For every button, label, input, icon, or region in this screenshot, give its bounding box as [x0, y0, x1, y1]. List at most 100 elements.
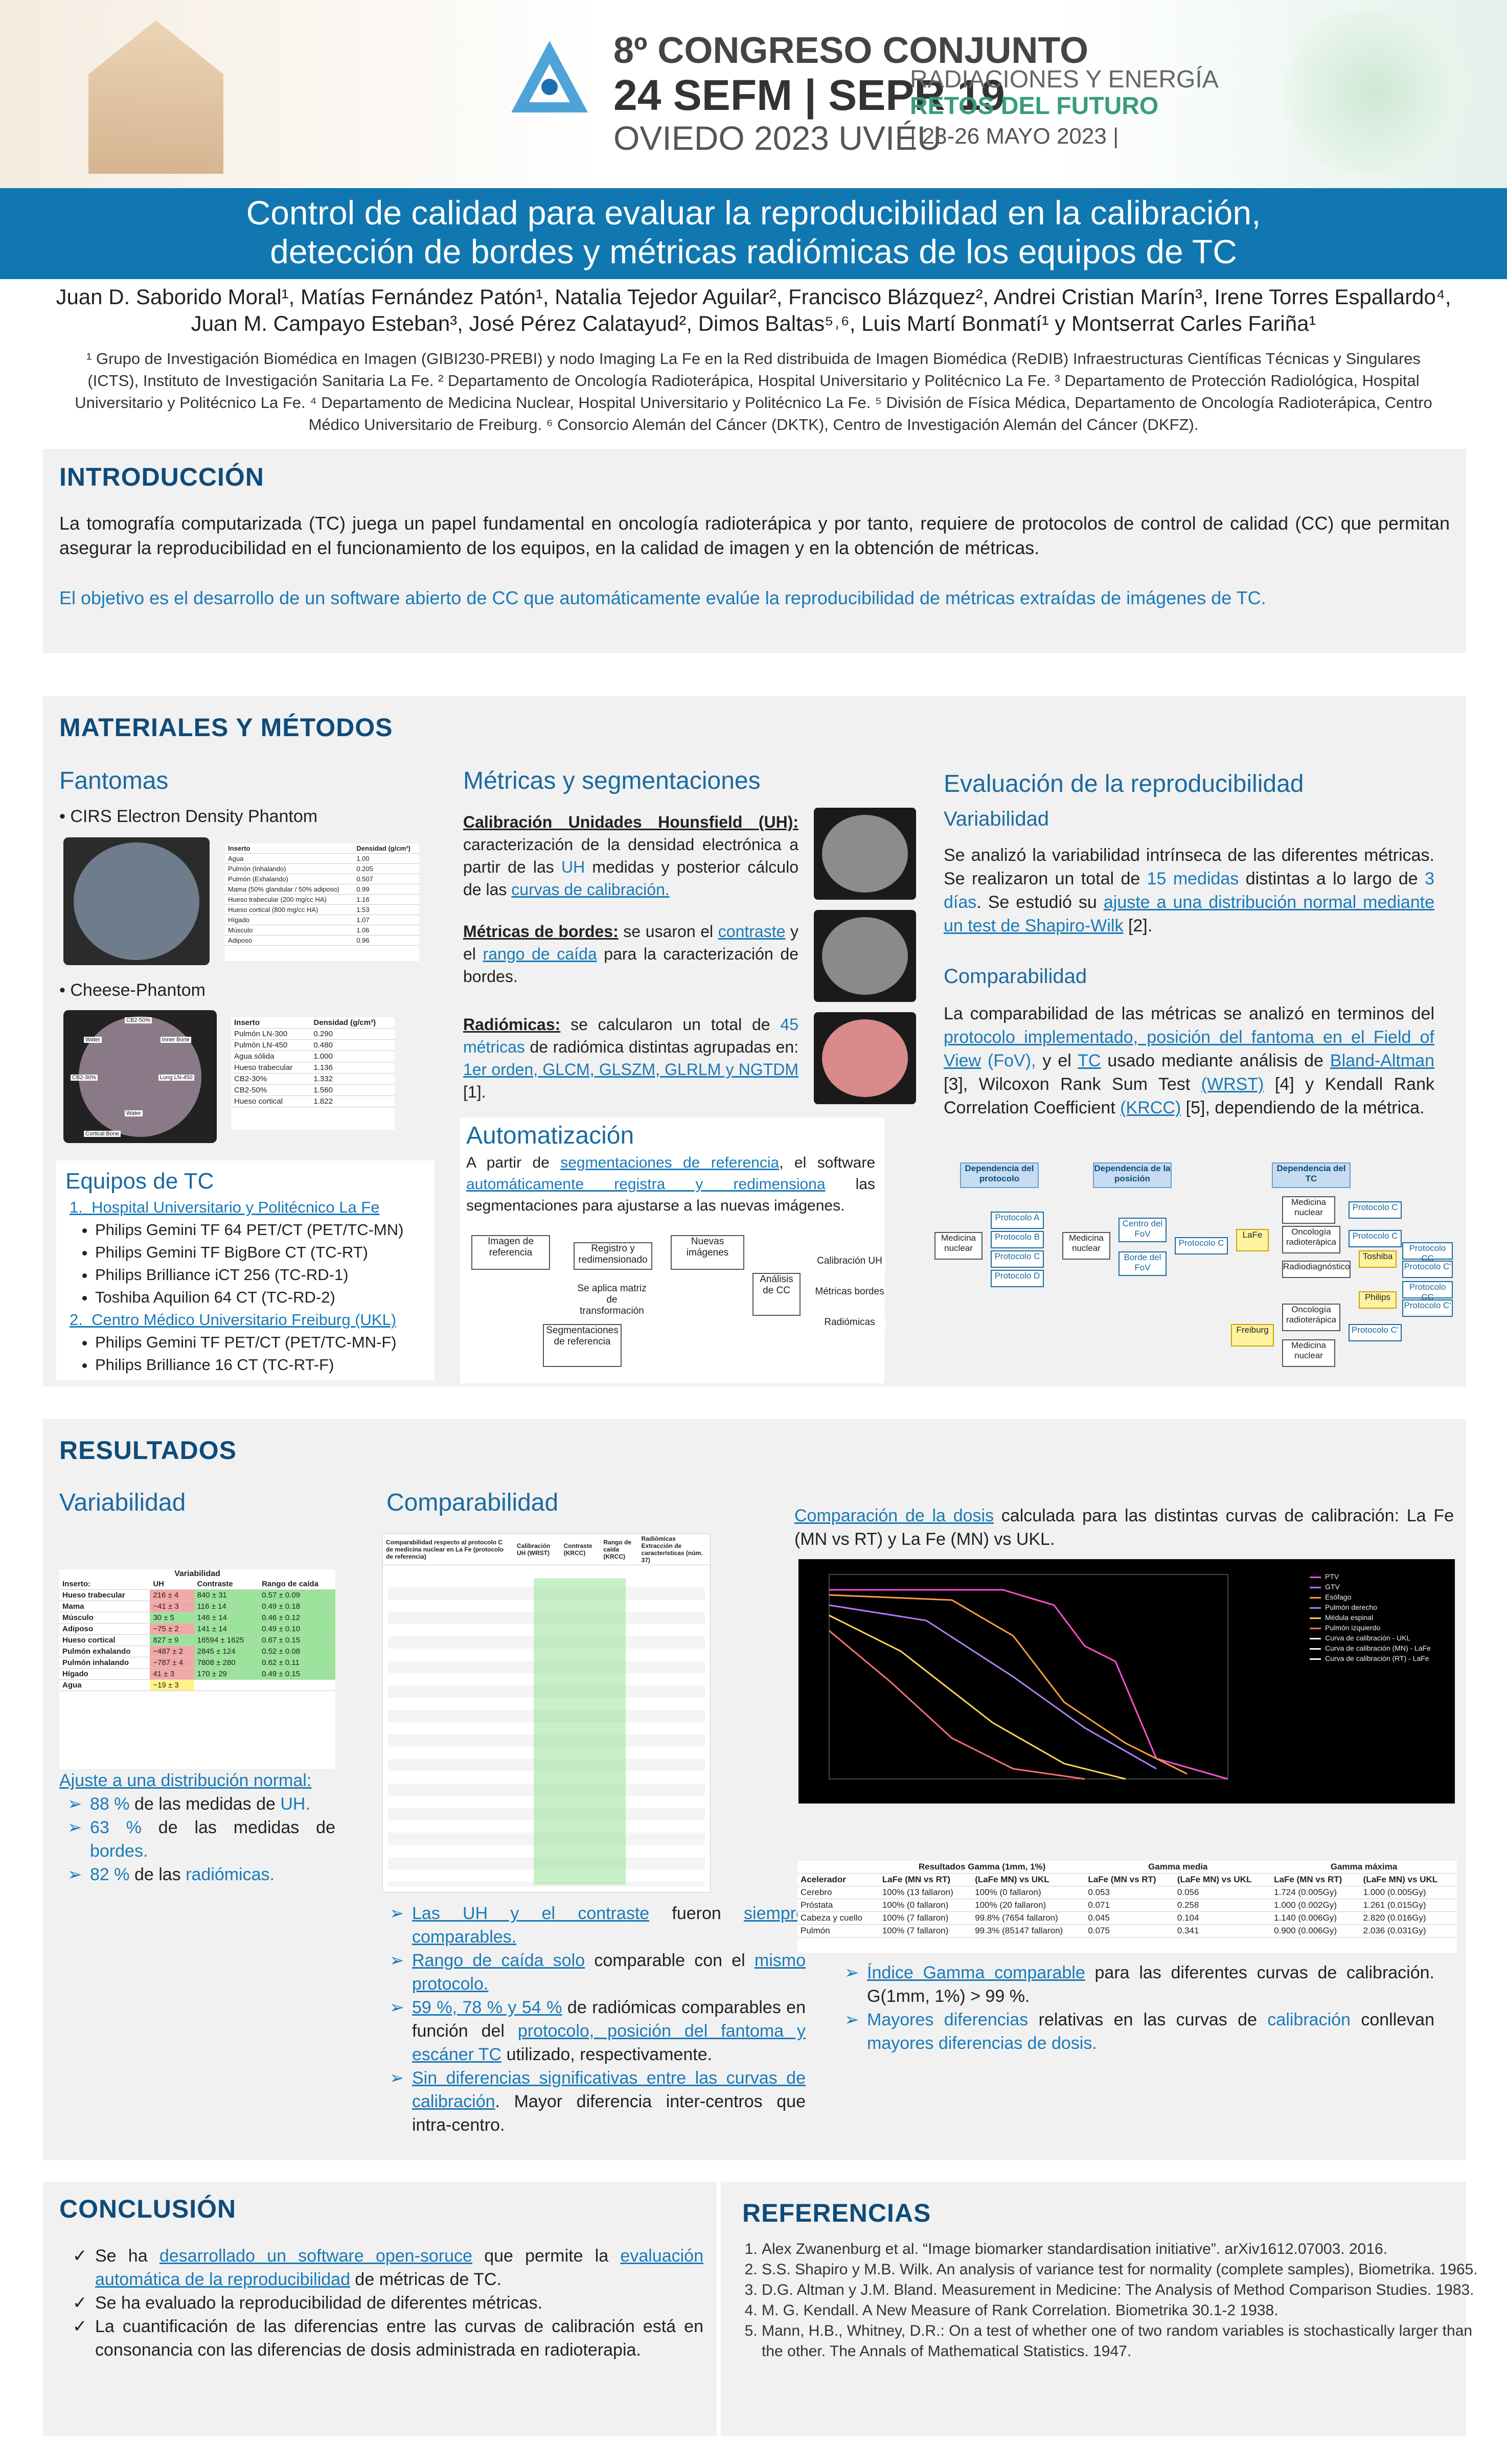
results-variabilidad-title: Variabilidad [59, 1489, 186, 1516]
cirs-cell: Pulmón (Inhalando) [225, 863, 354, 874]
gamma-cell: 0.104 [1174, 1911, 1271, 1925]
gamma-header-cell: LaFe (MN vs RT) [1271, 1873, 1360, 1886]
legend-swatch [1310, 1658, 1321, 1660]
poster-title: Control de calidad para evaluar la repro… [0, 193, 1507, 271]
dosis-b1-text: para las diferentes curvas de calibració… [867, 1963, 1434, 2006]
comp-bullet-t: . Mayor diferencia inter-centros que int… [412, 2092, 806, 2135]
curve-pulmon-derecho [829, 1604, 1157, 1770]
equipos-box [56, 1160, 435, 1380]
fantoma-item-cirs-label: CIRS Electron Density Phantom [70, 807, 318, 826]
comp-highlight-2: TC [1078, 1051, 1101, 1070]
equipo-item: Philips Brilliance 16 CT (TC-RT-F) [95, 1354, 427, 1376]
ajuste-item-bordes: 63 % de las medidas de bordes. [67, 1816, 335, 1863]
cheese-cell: Agua sólida [231, 1051, 311, 1062]
comp-bullet-hl2: protocolo, posición del fantoma y escáne… [412, 2021, 806, 2064]
references-list: Alex Zwanenburg et al. “Image biomarker … [731, 2239, 1488, 2362]
var-cell: 0.52 ± 0.08 [259, 1646, 335, 1657]
gamma-header-cell: Acelerador [797, 1873, 879, 1886]
diag-borde: Borde del FoV [1118, 1251, 1167, 1276]
var-cell: 0.67 ± 0.15 [259, 1634, 335, 1646]
ajuste-list: 88 % de las medidas de UH. 63 % de las m… [59, 1792, 335, 1886]
comp-bullet-t: comparable con el [585, 1951, 755, 1970]
var-cell: 41 ± 3 [150, 1668, 194, 1680]
var-header-cell: UH [150, 1579, 194, 1590]
diag-mn-lafe: Medicina nuclear [1282, 1196, 1335, 1224]
intro-paragraph: La tomografía computarizada (TC) juega u… [59, 513, 1450, 558]
cheese-insert-label: CB2-50% [125, 1017, 152, 1023]
cirs-row: Pulmón (Inhalando)0.205 [225, 863, 419, 874]
gamma-cell: Pulmón [797, 1924, 879, 1937]
var-cell: 840 ± 31 [194, 1589, 259, 1601]
equipo-item: Philips Gemini TF PET/CT (PET/TC-MN-F) [95, 1331, 427, 1354]
var-highlight-3: ajuste a una distribución normal mediant… [944, 893, 1434, 936]
gamma-cell: 100% (7 fallaron) [879, 1911, 972, 1925]
var-cell: −787 ± 4 [150, 1657, 194, 1669]
tagline-2: RETOS DEL FUTURO [910, 93, 1159, 120]
legend-label: Pulmón izquierdo [1325, 1624, 1381, 1632]
uh-text-1: caracterización de la densidad electróni… [463, 835, 798, 876]
cheese-cell: 1.822 [310, 1096, 395, 1107]
cirs-cell: 0.507 [353, 874, 419, 884]
diag-protocolo-cc-2: Protocolo CC [1402, 1281, 1453, 1302]
ct-disk-radiomicas [822, 1019, 908, 1097]
legend-swatch [1310, 1648, 1321, 1650]
gamma-table-box: Resultados Gamma (1mm, 1%) Gamma media G… [797, 1861, 1457, 1953]
legend-entry: Curva de calibración (RT) - LaFe [1310, 1653, 1453, 1663]
cheese-insert-label: Cortical Bone [84, 1131, 121, 1137]
cirs-phantom-disk [74, 842, 199, 960]
comparabilidad-text: La comparabilidad de las métricas se ana… [944, 1002, 1434, 1120]
gamma-cell: 100% (20 fallaron) [972, 1899, 1085, 1912]
comparabilidad-table-header: Comparabilidad respecto al protocolo C d… [383, 1534, 710, 1565]
comp-col-uh: Calibración UH (WRST) [514, 1534, 561, 1565]
gamma-cell: 0.056 [1174, 1886, 1271, 1899]
gamma-cell: 2.036 (0.031Gy) [1360, 1924, 1457, 1937]
comp-bullet-hl2: mismo protocolo. [412, 1951, 806, 1994]
intro-panel [43, 449, 1466, 653]
comp-highlight-3: Bland-Altman [1330, 1051, 1434, 1070]
dosis-bullet-gamma: Índice Gamma comparable para las diferen… [844, 1961, 1434, 2008]
ct-image-uh [814, 808, 916, 900]
var-cell [259, 1679, 335, 1691]
cirs-cell: Pulmón (Exhalando) [225, 874, 354, 884]
gamma-cell: 2.820 (0.016Gy) [1360, 1911, 1457, 1925]
cirs-header-insert: Inserto [225, 843, 354, 854]
curve-esofago [829, 1594, 1188, 1775]
legend-entry: Médula espinal [1310, 1612, 1453, 1623]
metricas-radiomicas: Radiómicas: se calcularon un total de 45… [463, 1013, 798, 1103]
fantoma-item-cheese-label: Cheese-Phantom [70, 980, 206, 1000]
diag-protocolo-cp-3: Protocolo C' [1349, 1324, 1402, 1341]
legend-label: GTV [1325, 1583, 1340, 1591]
comp-text-6: [5], dependiendo de la métrica. [1181, 1098, 1425, 1117]
var-cell: 30 ± 5 [150, 1612, 194, 1624]
diag-centro: Centro del FoV [1118, 1218, 1167, 1242]
var-cell: 141 ± 14 [194, 1623, 259, 1635]
legend-entry: Curva de calibración - UKL [1310, 1633, 1453, 1643]
legend-label: Curva de calibración (MN) - LaFe [1325, 1644, 1431, 1652]
comp-bullet-t2: utilizado, respectivamente. [501, 2045, 713, 2064]
conclusion-item-3: La cuantificación de las diferencias ent… [73, 2315, 703, 2362]
cheese-insert-label: Water [125, 1110, 143, 1116]
legend-swatch [1310, 1596, 1321, 1599]
legend-label: Curva de calibración - UKL [1325, 1634, 1411, 1642]
conclusion-item-1: Se ha desarrollado un software open-soru… [73, 2244, 703, 2291]
dosis-b1-hl: Índice Gamma comparable [867, 1963, 1085, 1982]
diag-protocolo-c-2: Protocolo C [1349, 1230, 1402, 1247]
var-header-cell: Inserto: [59, 1579, 150, 1590]
gamma-cell: Cerebro [797, 1886, 879, 1899]
cheese-cell: Pulmón LN-450 [231, 1039, 311, 1051]
uh-highlight-2: curvas de calibración. [511, 880, 670, 899]
ct-image-bordes [814, 910, 916, 1002]
comparabilidad-table: Comparabilidad respecto al protocolo C d… [382, 1534, 711, 1892]
comparabilidad-bullets: Las UH y el contraste fueron siempre com… [386, 1902, 806, 2137]
gamma-cell: 0.045 [1085, 1911, 1174, 1925]
equipos-h1-label: Hospital Universitario y Politécnico La … [92, 1198, 380, 1216]
